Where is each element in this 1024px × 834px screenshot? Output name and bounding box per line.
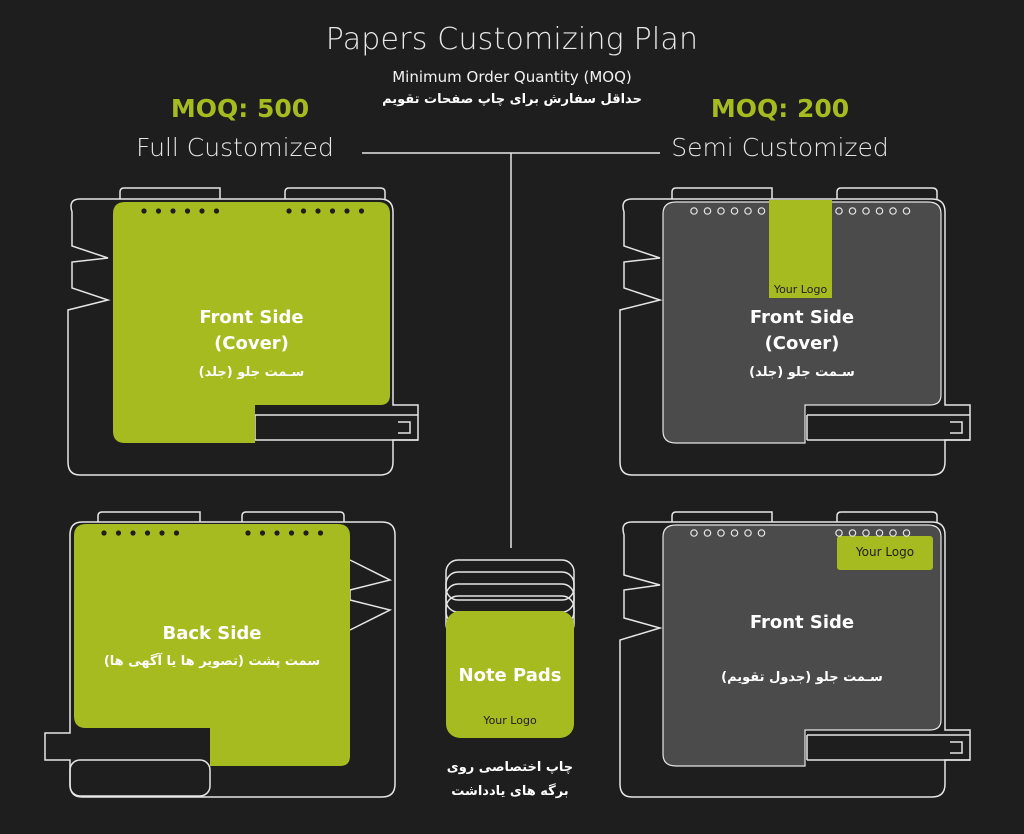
logo-patch-vertical [769,200,832,298]
card-semi-front-cover [662,201,942,444]
binding-hole [173,530,180,536]
stand-outline-bottom-right [619,511,971,798]
semi-front-cover-persian: سـمت جلو (جلد) [749,365,855,380]
binding-ring [835,529,843,537]
binding-ring [690,529,698,537]
page-title: Papers Customizing Plan [325,22,699,57]
binding-hole [141,208,147,214]
binding-hole [184,208,191,214]
logo-label-cover: Your Logo [773,283,828,296]
binding-hole [144,530,151,536]
card-full-back [74,524,350,766]
moq-subtitle-persian: حداقل سفارش برای چاپ صفحات تقویم [382,92,642,107]
full-front-persian: سـمت جلو (جلد) [198,365,305,380]
full-front-title: Front Side [199,307,304,328]
binding-hole [358,208,365,214]
moq-subtitle: Minimum Order Quantity (MOQ) [392,68,632,86]
binding-ring [848,529,857,537]
binding-ring [717,529,725,537]
binding-hole [315,208,321,214]
binding-hole [344,208,350,214]
binding-ring [717,207,725,215]
binding-ring [757,207,766,215]
binding-hole [155,208,162,214]
notepads-logo-label: Your Logo [483,714,537,727]
moq-full: MOQ: 500 [170,94,310,123]
binding-ring [889,207,897,215]
semi-front-cover-title: Front Side [749,307,855,328]
full-back-title: Back Side [162,623,262,644]
semi-front-cover-subtitle: (Cover) [764,333,840,354]
binding-ring [690,207,698,215]
binding-hole [317,530,324,536]
binding-ring [730,529,739,537]
semi-front-calendar-persian: سـمت جلو (جدول تقویم) [721,670,883,685]
binding-hole [170,208,176,214]
semi-front-calendar-title: Front Side [749,612,855,633]
card-semi-front-calendar [662,524,942,767]
binding-hole [199,208,205,214]
binding-ring [835,207,843,215]
binding-dots-bottom-left [101,530,324,536]
binding-ring [875,207,884,215]
binding-rings-bottom-right [690,529,911,537]
binding-ring [744,207,752,215]
binding-ring [848,207,857,215]
card-full-front [113,202,390,443]
logo-label-calendar: Your Logo [855,545,915,559]
binding-ring [757,529,766,537]
moq-semi: MOQ: 200 [710,94,850,123]
notepads-title: Note Pads [458,665,562,686]
binding-hole [259,530,266,536]
binding-hole [213,208,220,214]
notepads-persian-caption: چاپ اختصاصی روی برگه های یادداشت [420,756,600,804]
binding-ring [703,207,712,215]
binding-hole [274,530,280,536]
binding-ring [862,529,870,537]
binding-ring [730,207,739,215]
binding-rings-top-right [690,207,911,215]
binding-hole [329,208,336,214]
logo-patch-horizontal [837,536,933,570]
notepads-persian-line1: چاپ اختصاصی روی [446,760,574,775]
binding-hole [101,530,107,536]
binding-hole [130,530,136,536]
binding-ring [744,529,752,537]
binding-ring [889,529,897,537]
notepad-front [446,611,574,738]
binding-ring [862,207,870,215]
binding-hole [245,530,251,536]
notepads-persian-line2: برگه های یادداشت [451,784,569,799]
plan-semi-name: Semi Customized [671,133,889,162]
full-front-subtitle: (Cover) [214,333,289,354]
plan-full-name: Full Customized [136,133,334,162]
binding-ring [902,529,911,537]
binding-ring [902,207,911,215]
stand-outline-top-right [619,187,971,476]
binding-hole [288,530,295,536]
binding-dots-top-left [141,208,365,214]
binding-hole [303,530,309,536]
full-back-persian: سمت پشت (تصویر ها یا آگهی ها) [103,654,321,669]
binding-ring [703,529,712,537]
binding-ring [875,529,884,537]
binding-hole [300,208,307,214]
binding-hole [159,530,165,536]
binding-hole [286,208,292,214]
binding-hole [115,530,122,536]
